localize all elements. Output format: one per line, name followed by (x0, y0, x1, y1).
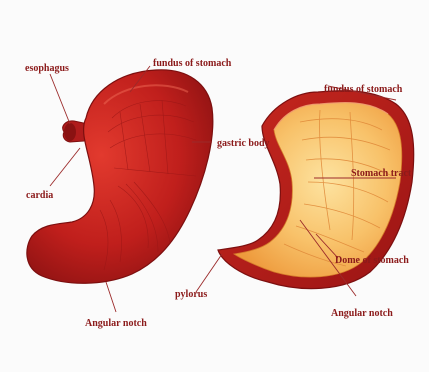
label-stomach-tract: Stomach tract (351, 168, 412, 179)
esophagus-opening (64, 123, 76, 141)
label-dome-of-stomach: Dome of stomach (335, 255, 409, 266)
leader-angular-notch-left (106, 282, 116, 312)
label-fundus-left: fundus of stomach (153, 58, 232, 69)
label-angular-notch-left: Angular notch (85, 318, 147, 329)
left-stomach-body (27, 70, 213, 283)
leader-pylorus (196, 254, 222, 292)
leader-esophagus (50, 74, 70, 124)
label-fundus-right: fundus of stomach (324, 84, 403, 95)
label-gastric-body: gastric body (217, 138, 270, 149)
label-cardia: cardia (26, 190, 53, 201)
left-stomach-model (27, 70, 213, 283)
leader-cardia (50, 148, 80, 186)
label-pylorus: pylorus (175, 289, 207, 300)
label-angular-notch-right: Angular notch (331, 308, 393, 319)
label-esophagus: esophagus (25, 63, 69, 74)
